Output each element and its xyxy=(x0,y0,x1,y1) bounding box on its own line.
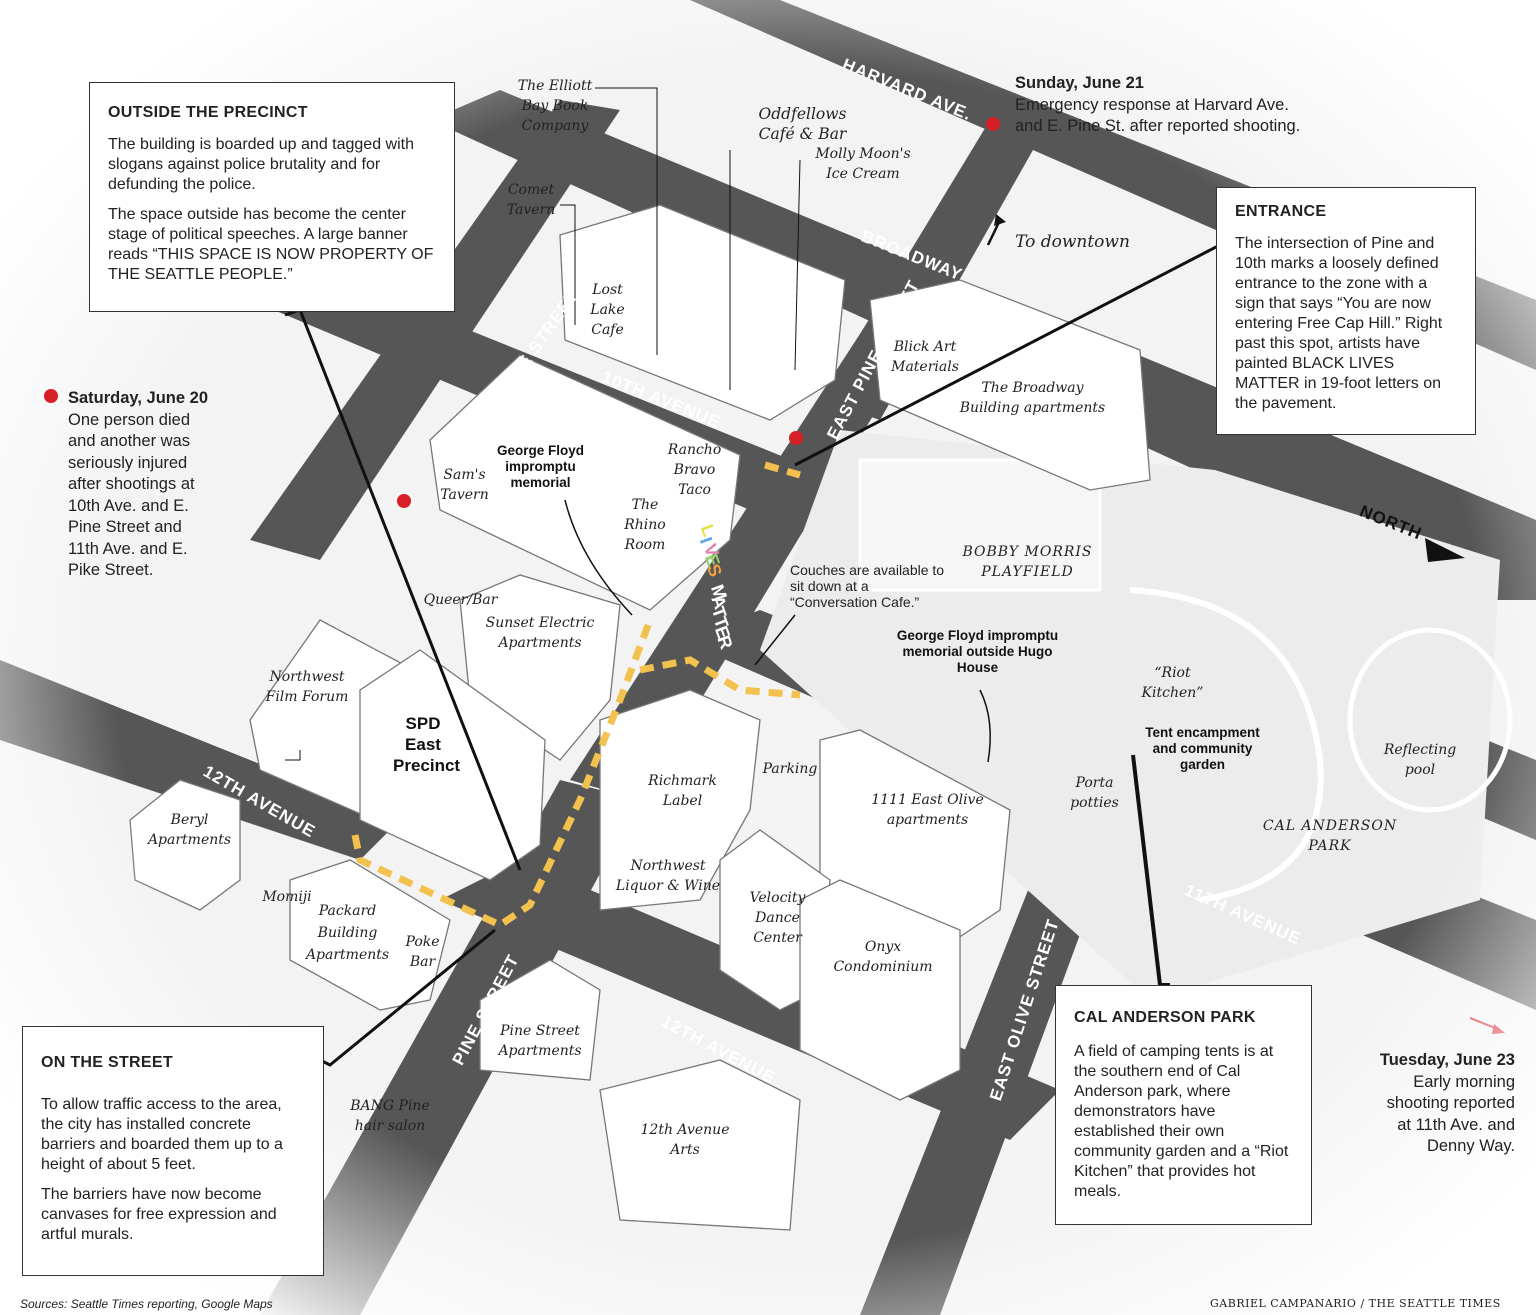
label-pine-apts: Pine Street Apartments xyxy=(498,1023,582,1059)
label-cal-park: CAL ANDERSON PARK xyxy=(1262,818,1398,854)
label-12th-arts: 12th Avenue Arts xyxy=(640,1122,730,1158)
label-sams: Sam's Tavern xyxy=(440,467,489,503)
box-outside-precinct: OUTSIDE THE PRECINCT The building is boa… xyxy=(89,82,455,312)
label-nwliquor: Northwest Liquor & Wine xyxy=(615,858,721,894)
label-rancho: Rancho Bravo Taco xyxy=(667,442,722,498)
label-poke: Poke Bar xyxy=(405,934,440,970)
label-spd: SPD East Precinct xyxy=(393,714,461,775)
label-rhino: The Rhino Room xyxy=(624,497,666,553)
incident-dot-harvard xyxy=(986,117,1000,131)
label-onyx: Onyx Condominium xyxy=(833,939,933,975)
sources: Sources: Seattle Times reporting, Google… xyxy=(20,1297,273,1311)
incident-dot-pike-11th xyxy=(397,494,411,508)
box-park-p1: A field of camping tents is at the south… xyxy=(1074,1043,1289,1200)
label-broadway-bldg: The Broadway Building apartments xyxy=(959,380,1106,416)
box-entrance-title: ENTRANCE xyxy=(1235,203,1327,220)
label-olive1111: 1111 East Olive apartments xyxy=(871,792,984,828)
label-parking: Parking xyxy=(762,761,818,777)
box-outside-p1: The building is boarded up and tagged wi… xyxy=(108,136,414,193)
label-porta: Porta potties xyxy=(1070,775,1119,811)
box-entrance-p1: The intersection of Pine and 10th marks … xyxy=(1235,235,1443,412)
label-sunset: Sunset Electric Apartments xyxy=(485,615,595,651)
label-momiji: Momiji xyxy=(262,889,312,905)
event-sunday: Sunday, June 21 Emergency response at Ha… xyxy=(1015,73,1315,138)
label-lost-lake: Lost Lake Cafe xyxy=(590,282,625,338)
box-entrance: ENTRANCE The intersection of Pine and 10… xyxy=(1216,187,1476,435)
box-street-p2: The barriers have now become canvases fo… xyxy=(41,1186,277,1243)
event-tuesday-date: Tuesday, June 23 xyxy=(1379,1051,1515,1069)
label-floyd-memorial: George Floyd impromptu memorial xyxy=(496,443,584,490)
label-beryl: Beryl Apartments xyxy=(147,812,232,848)
label-richmark: Richmark Label xyxy=(648,773,717,809)
label-tent: Tent encampment and community garden xyxy=(1145,725,1260,772)
box-on-the-street: ON THE STREET To allow traffic access to… xyxy=(22,1026,324,1276)
box-street-title: ON THE STREET xyxy=(41,1054,173,1071)
label-packard: Packard Building Apartments xyxy=(305,903,390,963)
label-nwff: Northwest Film Forum xyxy=(265,669,349,705)
box-cal-anderson: CAL ANDERSON PARK A field of camping ten… xyxy=(1055,985,1312,1225)
label-velocity: Velocity Dance Center xyxy=(749,890,806,946)
event-tuesday-text: Early morning shooting reported at 11th … xyxy=(1386,1072,1515,1156)
box-street-p1: To allow traffic access to the area, the… xyxy=(41,1096,283,1173)
incident-dot-saturday-legend xyxy=(44,389,58,403)
event-tuesday: Tuesday, June 23 Early morning shooting … xyxy=(1370,1050,1515,1158)
label-downtown: To downtown xyxy=(1015,232,1130,252)
event-sunday-date: Sunday, June 21 xyxy=(1015,74,1144,92)
label-elliott: The Elliott Bay Book Company xyxy=(517,78,593,134)
label-comet: Comet Tavern xyxy=(506,182,556,218)
box-outside-title: OUTSIDE THE PRECINCT xyxy=(108,104,308,121)
label-riot-kitchen: “Riot Kitchen” xyxy=(1141,665,1204,701)
box-outside-p2: The space outside has become the center … xyxy=(108,206,434,283)
incident-dot-pine-10th xyxy=(789,431,803,445)
label-oddfellows: Oddfellows Café & Bar xyxy=(758,105,847,143)
event-saturday-date: Saturday, June 20 xyxy=(68,389,209,407)
label-couches: Couches are available to sit down at a “… xyxy=(790,562,945,610)
event-sunday-text: Emergency response at Harvard Ave. and E… xyxy=(1015,95,1301,136)
label-queer: Queer/Bar xyxy=(423,592,498,608)
label-floyd-hugo: George Floyd impromptu memorial outside … xyxy=(896,628,1059,675)
credit: GABRIEL CAMPANARIO / THE SEATTLE TIMES xyxy=(1210,1297,1501,1310)
label-blick: Blick Art Materials xyxy=(891,339,959,375)
label-bobby: BOBBY MORRIS PLAYFIELD xyxy=(962,544,1093,580)
box-park-title: CAL ANDERSON PARK xyxy=(1074,1009,1256,1026)
label-molly: Molly Moon's Ice Cream xyxy=(815,146,911,182)
event-saturday-text: One person died and another was seriousl… xyxy=(68,410,195,580)
label-reflecting: Reflecting pool xyxy=(1383,742,1457,778)
label-bang: BANG Pine hair salon xyxy=(350,1098,430,1134)
event-saturday: Saturday, June 20 One person died and an… xyxy=(68,388,213,582)
